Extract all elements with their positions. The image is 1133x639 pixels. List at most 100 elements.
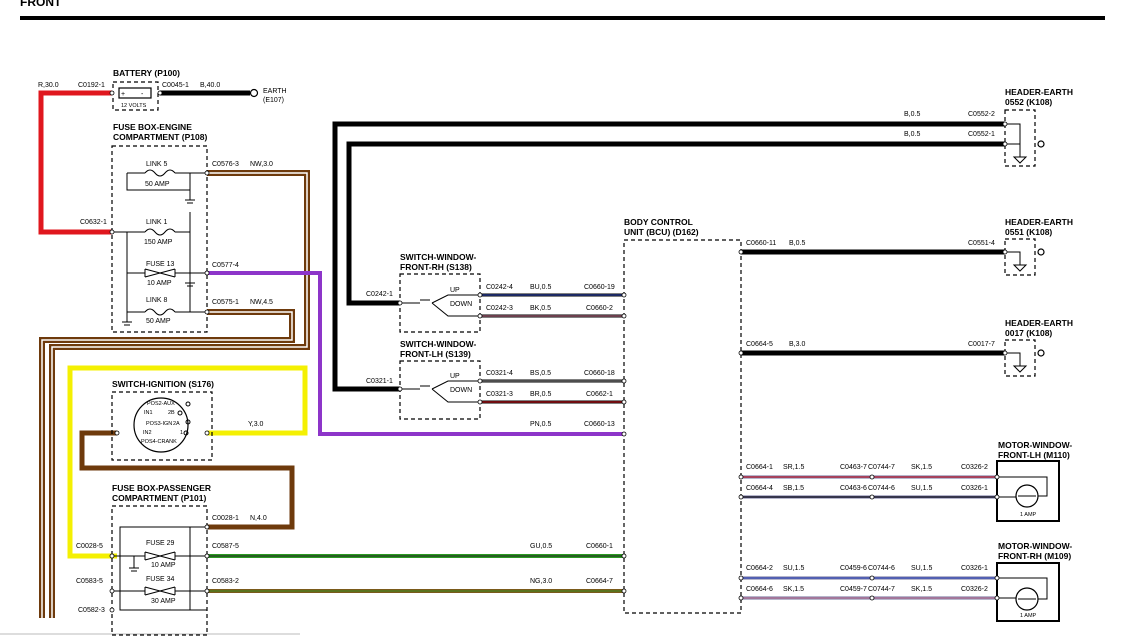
wires	[0, 90, 1005, 635]
motor-rh-box	[996, 562, 1060, 622]
label-c0664-2: C0664-2	[746, 565, 773, 572]
he0551-ground-icon	[1005, 251, 1028, 272]
label-c0664-5: C0664-5	[746, 341, 773, 348]
ignition-title: SWITCH-IGNITION (S176)	[112, 379, 214, 389]
connector-terminal	[1002, 249, 1008, 255]
label-b05c: B,0.5	[789, 240, 805, 247]
motor-rh-rating: 1 AMP	[1020, 613, 1037, 619]
label-b05a: B,0.5	[904, 111, 920, 118]
fuse29-fuse-icon	[144, 551, 176, 561]
label-bu05: BU,0.5	[530, 284, 552, 291]
ignition-contact-2	[177, 410, 183, 416]
header-earth-0017: HEADER-EARTH 0017 (K108)	[1004, 318, 1073, 377]
link5-label: LINK 5	[146, 161, 168, 168]
he0017-box	[1004, 339, 1036, 377]
wire-b05-rh-earth	[346, 141, 1005, 306]
battery-p100: BATTERY (P100) + - 12 VOLTS	[112, 68, 180, 111]
fuse29-rating: 10 AMP	[151, 562, 176, 569]
connector-terminal	[397, 300, 403, 306]
motor-lh-rating: 1 AMP	[1020, 512, 1037, 518]
link5-fuse-icon	[144, 169, 176, 177]
he0552-title2: 0552 (K108)	[1005, 97, 1052, 107]
label-c0660-19: C0660-19	[584, 284, 615, 291]
label-c0664-7: C0664-7	[586, 578, 613, 585]
connector-terminal	[1002, 141, 1008, 147]
connector-terminal	[738, 494, 744, 500]
connector-terminal	[204, 524, 210, 530]
label-c0660-2: C0660-2	[586, 305, 613, 312]
label-c0577: C0577-4	[212, 262, 239, 269]
link1-label: LINK 1	[146, 219, 168, 226]
connector-terminal	[204, 170, 210, 176]
label-b40: B,40.0	[200, 82, 220, 89]
motor-window-front-rh-m109: MOTOR-WINDOW- FRONT-RH (M109) 1 AMP	[996, 541, 1072, 622]
he0017-title2: 0017 (K108)	[1005, 328, 1052, 338]
motor-lh-title2: FRONT-LH (M110)	[998, 450, 1070, 460]
ignition-contact-4	[183, 430, 189, 436]
connector-terminal	[994, 474, 1000, 480]
ignition-1: 1	[180, 430, 183, 436]
sw-lh-title1: SWITCH-WINDOW-	[400, 339, 476, 349]
fuse13-label: FUSE 13	[146, 261, 175, 268]
connector-terminal	[869, 575, 875, 581]
fuse34-fuse-icon	[144, 586, 176, 596]
label-c0744-7b: C0744-7	[868, 586, 895, 593]
connector-terminal	[1002, 121, 1008, 127]
label-c0321-4: C0321-4	[486, 370, 513, 377]
battery-cell	[118, 87, 152, 99]
label-c0551-4: C0551-4	[968, 240, 995, 247]
label-c0242-3: C0242-3	[486, 305, 513, 312]
connector-terminal	[621, 313, 627, 319]
label-c0242-1: C0242-1	[366, 291, 393, 298]
label-bs05: BS,0.5	[530, 370, 551, 377]
ignition-box	[111, 391, 213, 461]
he0017-title1: HEADER-EARTH	[1005, 318, 1073, 328]
label-y30: Y,3.0	[248, 421, 264, 428]
battery-minus: -	[141, 91, 144, 98]
label-c0664-4: C0664-4	[746, 485, 773, 492]
connector-terminal	[994, 575, 1000, 581]
label-c0321-3: C0321-3	[486, 391, 513, 398]
bcu-box	[623, 239, 742, 614]
label-c0583-5: C0583-5	[76, 578, 103, 585]
connector-terminal	[204, 553, 210, 559]
wire-n40	[79, 430, 295, 530]
label-c0660-11: C0660-11	[746, 240, 776, 247]
fuse-pass-title1: FUSE BOX-PASSENGER	[112, 483, 211, 493]
fuse-box-engine-p108: FUSE BOX-ENGINE COMPARTMENT (P108) LINK …	[111, 122, 208, 333]
label-c0660-1: C0660-1	[586, 543, 613, 550]
link1-rating: 150 AMP	[144, 239, 173, 246]
label-sr15: SR,1.5	[783, 464, 805, 471]
label-c0326-1a: C0326-1	[961, 485, 988, 492]
label-c0660-18: C0660-18	[584, 370, 615, 377]
sw-lh-contact-icon	[400, 380, 480, 403]
battery-voltage: 12 VOLTS	[121, 103, 147, 109]
wire-pn05	[207, 271, 624, 436]
ignition-2b: 2B	[168, 410, 175, 416]
label-nw30: NW,3.0	[250, 161, 273, 168]
sw-lh-down: DOWN	[450, 387, 472, 394]
connector-terminal	[109, 90, 115, 96]
connector-terminal	[477, 378, 483, 384]
connector-terminal	[994, 595, 1000, 601]
connector-terminal	[204, 270, 210, 276]
connector-terminals	[109, 90, 1008, 613]
label-c0459-7: C0459-7	[840, 586, 867, 593]
label-c0028-5: C0028-5	[76, 543, 103, 550]
link8-fuse-icon	[144, 308, 176, 316]
connector-terminal	[204, 309, 210, 315]
fuse-engine-title1: FUSE BOX-ENGINE	[113, 122, 192, 132]
connector-terminal	[621, 378, 627, 384]
wire-b05-lh-earth	[332, 121, 1005, 392]
he0552-ground-icon	[1005, 123, 1028, 164]
fuse34-label: FUSE 34	[146, 576, 175, 583]
label-sb15: SB,1.5	[783, 485, 804, 492]
wire-nw30	[49, 170, 310, 618]
label-c0326-2b: C0326-2	[961, 586, 988, 593]
connector-terminal	[109, 553, 115, 559]
he0551-title1: HEADER-EARTH	[1005, 217, 1073, 227]
fuse34-rating: 30 AMP	[151, 598, 176, 605]
connector-terminal	[621, 292, 627, 298]
label-su15c: SU,1.5	[911, 565, 933, 572]
